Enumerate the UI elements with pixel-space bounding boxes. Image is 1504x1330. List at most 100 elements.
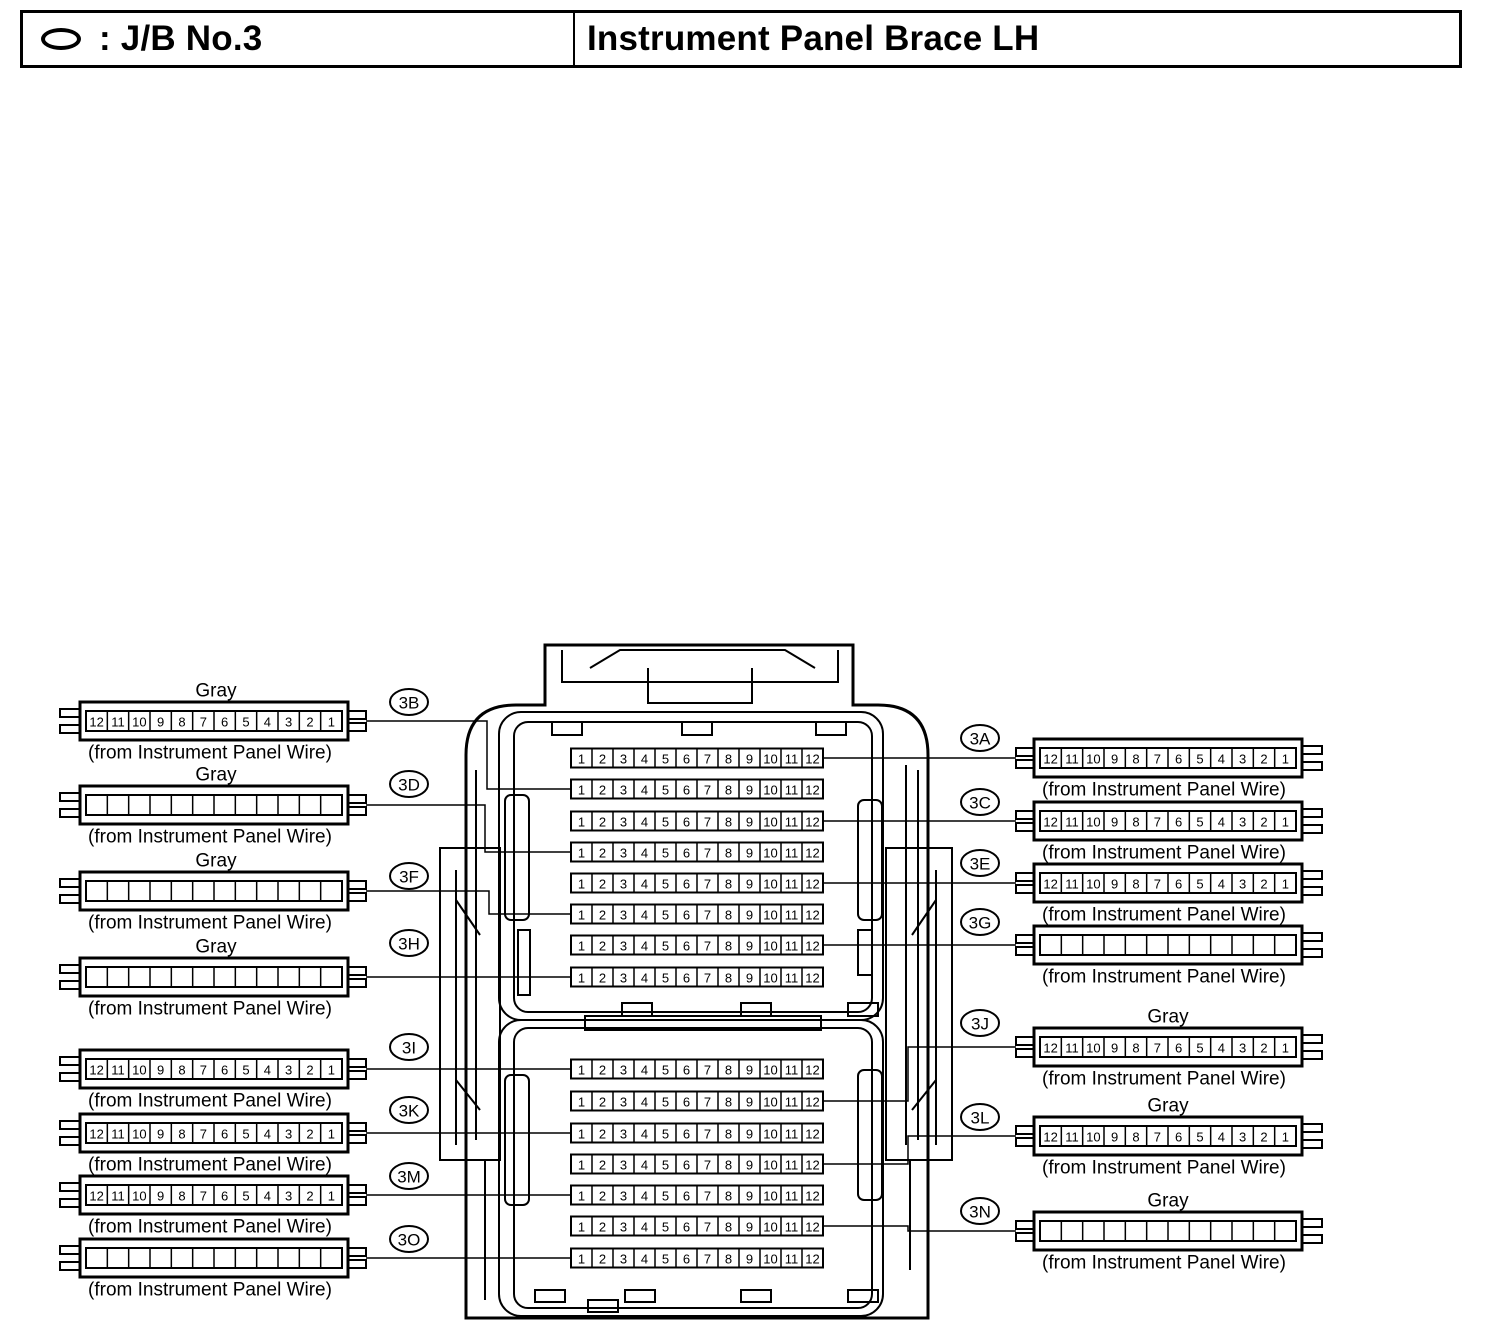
pin-number: 7	[704, 1158, 711, 1173]
connector-pin-number: 9	[1111, 1041, 1118, 1056]
connector-housing	[78, 1174, 350, 1216]
pin-number: 6	[683, 1095, 690, 1110]
oval-icon	[41, 28, 81, 50]
connector-leader-line	[823, 1135, 1016, 1165]
upper-key-slot	[681, 721, 713, 736]
connector-caption: (from Instrument Panel Wire)	[88, 1280, 332, 1301]
pin-number: 8	[725, 1127, 732, 1142]
pin-number: 10	[763, 1095, 777, 1110]
upper-key-slot	[847, 1002, 879, 1017]
pin-number: 6	[683, 1127, 690, 1142]
connector-pin-number: 4	[1218, 1130, 1225, 1145]
connector-pin-number: 6	[221, 1127, 228, 1142]
pin-number: 12	[805, 752, 819, 767]
junction-block-id-cell: : J/B No.3	[23, 13, 575, 65]
connector-pin-number: 3	[285, 1189, 292, 1204]
pin-number: 10	[763, 1252, 777, 1267]
pin-number: 5	[662, 1095, 669, 1110]
connector-pin-number: 1	[328, 715, 335, 730]
pin-number: 3	[620, 1127, 627, 1142]
pin-number: 1	[578, 1189, 585, 1204]
top-latch	[561, 650, 839, 683]
pin-number: 4	[641, 846, 648, 861]
pin-number: 6	[683, 1189, 690, 1204]
connector-pin-number: 2	[1260, 1130, 1267, 1145]
connector-housing	[78, 1237, 350, 1279]
connector-lug	[347, 1184, 367, 1194]
pin-number: 10	[763, 1158, 777, 1173]
lower-key-slot	[847, 1289, 879, 1303]
lower-key-slot	[624, 1289, 656, 1303]
connector-pin-number: 1	[1282, 815, 1289, 830]
pin-number: 4	[641, 1158, 648, 1173]
pin-number: 6	[683, 908, 690, 923]
pin-number: 6	[683, 877, 690, 892]
pin-number: 9	[746, 877, 753, 892]
pin-number: 11	[785, 939, 799, 954]
pin-number: 11	[785, 1095, 799, 1110]
connector-pin-number: 1	[1282, 1130, 1289, 1145]
connector-latch-tab	[59, 1056, 81, 1066]
pin-number: 10	[763, 908, 777, 923]
pin-number: 4	[641, 1127, 648, 1142]
connector-lug	[347, 1134, 367, 1144]
pin-number: 12	[805, 1063, 819, 1078]
connector-pin-number: 2	[306, 1127, 313, 1142]
connector-caption: (from Instrument Panel Wire)	[1042, 1253, 1286, 1274]
pin-number: 8	[725, 1220, 732, 1235]
connector-lug	[1015, 747, 1035, 757]
pin-number: 6	[683, 1063, 690, 1078]
connector-id-badge	[389, 862, 429, 890]
pin-number: 9	[746, 846, 753, 861]
pin-number: 4	[641, 1220, 648, 1235]
pin-number: 10	[763, 1127, 777, 1142]
connector-pin-number: 10	[1086, 877, 1100, 892]
pin-number: 3	[620, 846, 627, 861]
upper-key-slot	[740, 1002, 772, 1017]
location-cell: Instrument Panel Brace LH	[575, 13, 1459, 65]
lower-key-slot	[740, 1289, 772, 1303]
connector-pin-number: 7	[200, 1127, 207, 1142]
pin-number: 7	[704, 1063, 711, 1078]
connector-pin-number: 9	[1111, 815, 1118, 830]
connector-latch-tab	[59, 1182, 81, 1192]
pin-number: 10	[763, 1189, 777, 1204]
pin-number: 4	[641, 971, 648, 986]
connector-caption: (from Instrument Panel Wire)	[1042, 905, 1286, 926]
upper-key-slot	[621, 1002, 653, 1017]
connector-pin-number: 2	[306, 1063, 313, 1078]
connector-pin-number: 2	[1260, 752, 1267, 767]
connector-pin-number: 12	[1043, 752, 1057, 767]
right-bracket	[885, 847, 953, 1161]
connector-latch-tab	[59, 1261, 81, 1271]
connector-caption: (from Instrument Panel Wire)	[1042, 1158, 1286, 1179]
connector-pin-number: 11	[1065, 1130, 1079, 1145]
pin-number: 12	[805, 783, 819, 798]
connector-lug	[347, 710, 367, 720]
pin-number: 6	[683, 1252, 690, 1267]
pin-number: 7	[704, 783, 711, 798]
pin-number: 11	[785, 752, 799, 767]
connector-3g: (from Instrument Panel Wire)3G	[823, 908, 1323, 988]
pin-number: 11	[785, 971, 799, 986]
connector-latch-tab	[59, 1072, 81, 1082]
pin-number: 2	[599, 1095, 606, 1110]
pin-number: 7	[704, 877, 711, 892]
pin-number: 1	[578, 1063, 585, 1078]
connector-lug	[1015, 1048, 1035, 1058]
pin-number: 11	[785, 1220, 799, 1235]
connector-leader-line	[823, 1225, 1016, 1232]
connector-id-badge	[389, 1033, 429, 1061]
connector-pin-number: 3	[1239, 752, 1246, 767]
connector-pin-number: 4	[264, 1127, 271, 1142]
pin-number: 11	[785, 783, 799, 798]
connector-lug	[347, 1058, 367, 1068]
pin-number: 3	[620, 1252, 627, 1267]
connector-leader-line	[366, 804, 571, 853]
